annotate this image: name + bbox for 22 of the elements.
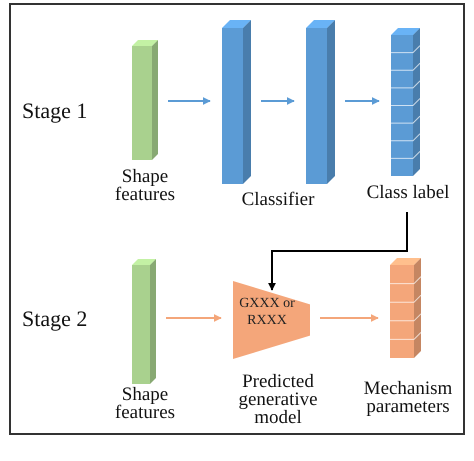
node-caption: Shape features: [114, 168, 176, 204]
trapezoid-block: [233, 281, 310, 359]
bar-block: [306, 20, 335, 184]
stacked-bar-block: [391, 28, 420, 176]
layer-caption: Classifier: [240, 191, 316, 209]
bar-block: [132, 259, 156, 384]
node-caption: Shape features: [114, 386, 176, 422]
node-caption: Mechanism parameters: [362, 380, 454, 416]
node-caption: Predicted generative model: [237, 373, 319, 427]
bar-block: [132, 40, 158, 160]
model-label: GXXX or RXXX: [238, 295, 296, 329]
stage-label: Stage 2: [22, 306, 88, 332]
arrow: [261, 97, 295, 105]
arrow: [320, 314, 379, 322]
stacked-bar-block: [390, 258, 421, 358]
arrow: [345, 97, 380, 105]
bar-block: [222, 20, 251, 184]
stage-label: Stage 1: [22, 98, 88, 124]
arrow: [268, 212, 408, 291]
node-caption: Class label: [366, 184, 450, 202]
arrow: [166, 314, 222, 322]
arrow: [168, 97, 211, 105]
